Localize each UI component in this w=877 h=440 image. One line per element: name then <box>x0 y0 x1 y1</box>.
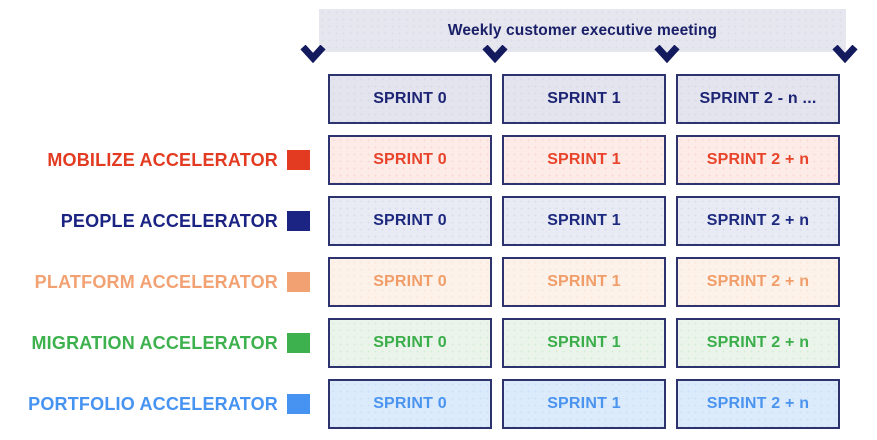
accelerator-label: MOBILIZE ACCELERATOR <box>47 149 278 170</box>
color-swatch <box>287 272 310 292</box>
sprint-cell: SPRINT 1 <box>502 318 666 368</box>
sprint-cell: SPRINT 2 + n <box>676 196 840 246</box>
color-swatch <box>287 211 310 231</box>
accelerator-label-row: MIGRATION ACCELERATOR <box>0 318 310 368</box>
chevron-down-icon <box>654 45 680 63</box>
accelerator-label: PEOPLE ACCELERATOR <box>60 210 278 231</box>
sprint-cell: SPRINT 0 <box>328 318 492 368</box>
sprint-column-header: SPRINT 1 <box>502 74 666 124</box>
meeting-banner: Weekly customer executive meeting <box>319 9 846 52</box>
sprint-cell: SPRINT 1 <box>502 196 666 246</box>
accelerator-label-row: PLATFORM ACCELERATOR <box>0 257 310 307</box>
sprint-cell: SPRINT 2 + n <box>676 379 840 429</box>
sprint-cell: SPRINT 0 <box>328 135 492 185</box>
chevron-down-icon <box>482 45 508 63</box>
chevron-down-icon <box>832 45 858 63</box>
sprint-cell: SPRINT 0 <box>328 196 492 246</box>
accelerator-label-row: PEOPLE ACCELERATOR <box>0 196 310 246</box>
sprint-cell: SPRINT 0 <box>328 257 492 307</box>
sprint-cell: SPRINT 1 <box>502 135 666 185</box>
color-swatch <box>287 333 310 353</box>
sprint-column-header: SPRINT 2 - n ... <box>676 74 840 124</box>
sprint-cell: SPRINT 1 <box>502 257 666 307</box>
accelerator-label: MIGRATION ACCELERATOR <box>31 332 278 353</box>
meeting-banner-label: Weekly customer executive meeting <box>447 21 718 39</box>
accelerator-label-row: MOBILIZE ACCELERATOR <box>0 135 310 185</box>
chevron-down-icon <box>300 45 326 63</box>
sprint-cell: SPRINT 2 + n <box>676 257 840 307</box>
sprint-cell: SPRINT 1 <box>502 379 666 429</box>
sprint-cell: SPRINT 2 + n <box>676 318 840 368</box>
sprint-cell: SPRINT 2 + n <box>676 135 840 185</box>
accelerator-label-row: PORTFOLIO ACCELERATOR <box>0 379 310 429</box>
accelerator-label: PORTFOLIO ACCELERATOR <box>28 393 278 414</box>
sprint-grid: SPRINT 0 SPRINT 1 SPRINT 2 - n ... SPRIN… <box>328 74 840 429</box>
color-swatch <box>287 394 310 414</box>
accelerator-label: PLATFORM ACCELERATOR <box>34 271 278 292</box>
color-swatch <box>287 150 310 170</box>
sprint-column-header: SPRINT 0 <box>328 74 492 124</box>
sprint-cell: SPRINT 0 <box>328 379 492 429</box>
